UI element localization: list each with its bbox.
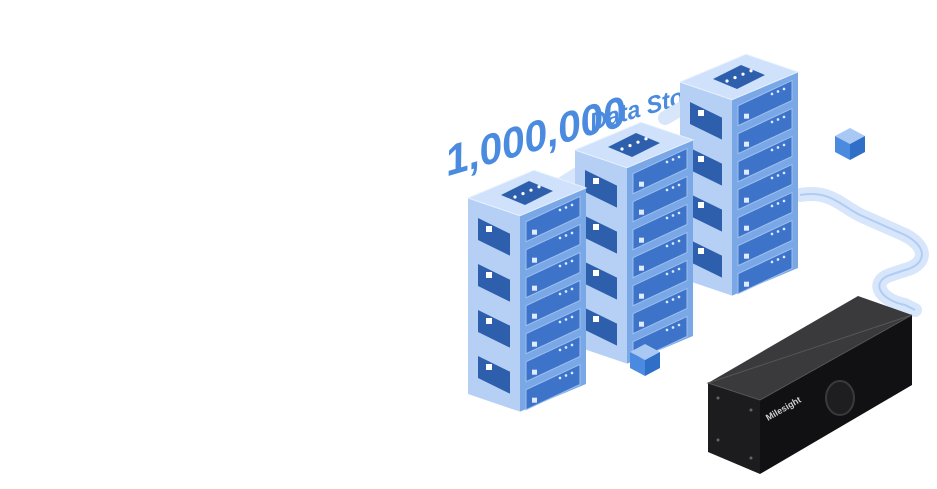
storage-device: Milesight <box>706 296 913 474</box>
server-rack-1 <box>678 53 800 296</box>
data-cable <box>793 187 929 317</box>
server-racks <box>466 53 800 412</box>
cube-bottom <box>630 344 660 376</box>
cube-right <box>835 128 865 160</box>
server-rack-2 <box>573 121 695 364</box>
device-button <box>825 380 855 416</box>
server-rack-3 <box>466 169 588 412</box>
